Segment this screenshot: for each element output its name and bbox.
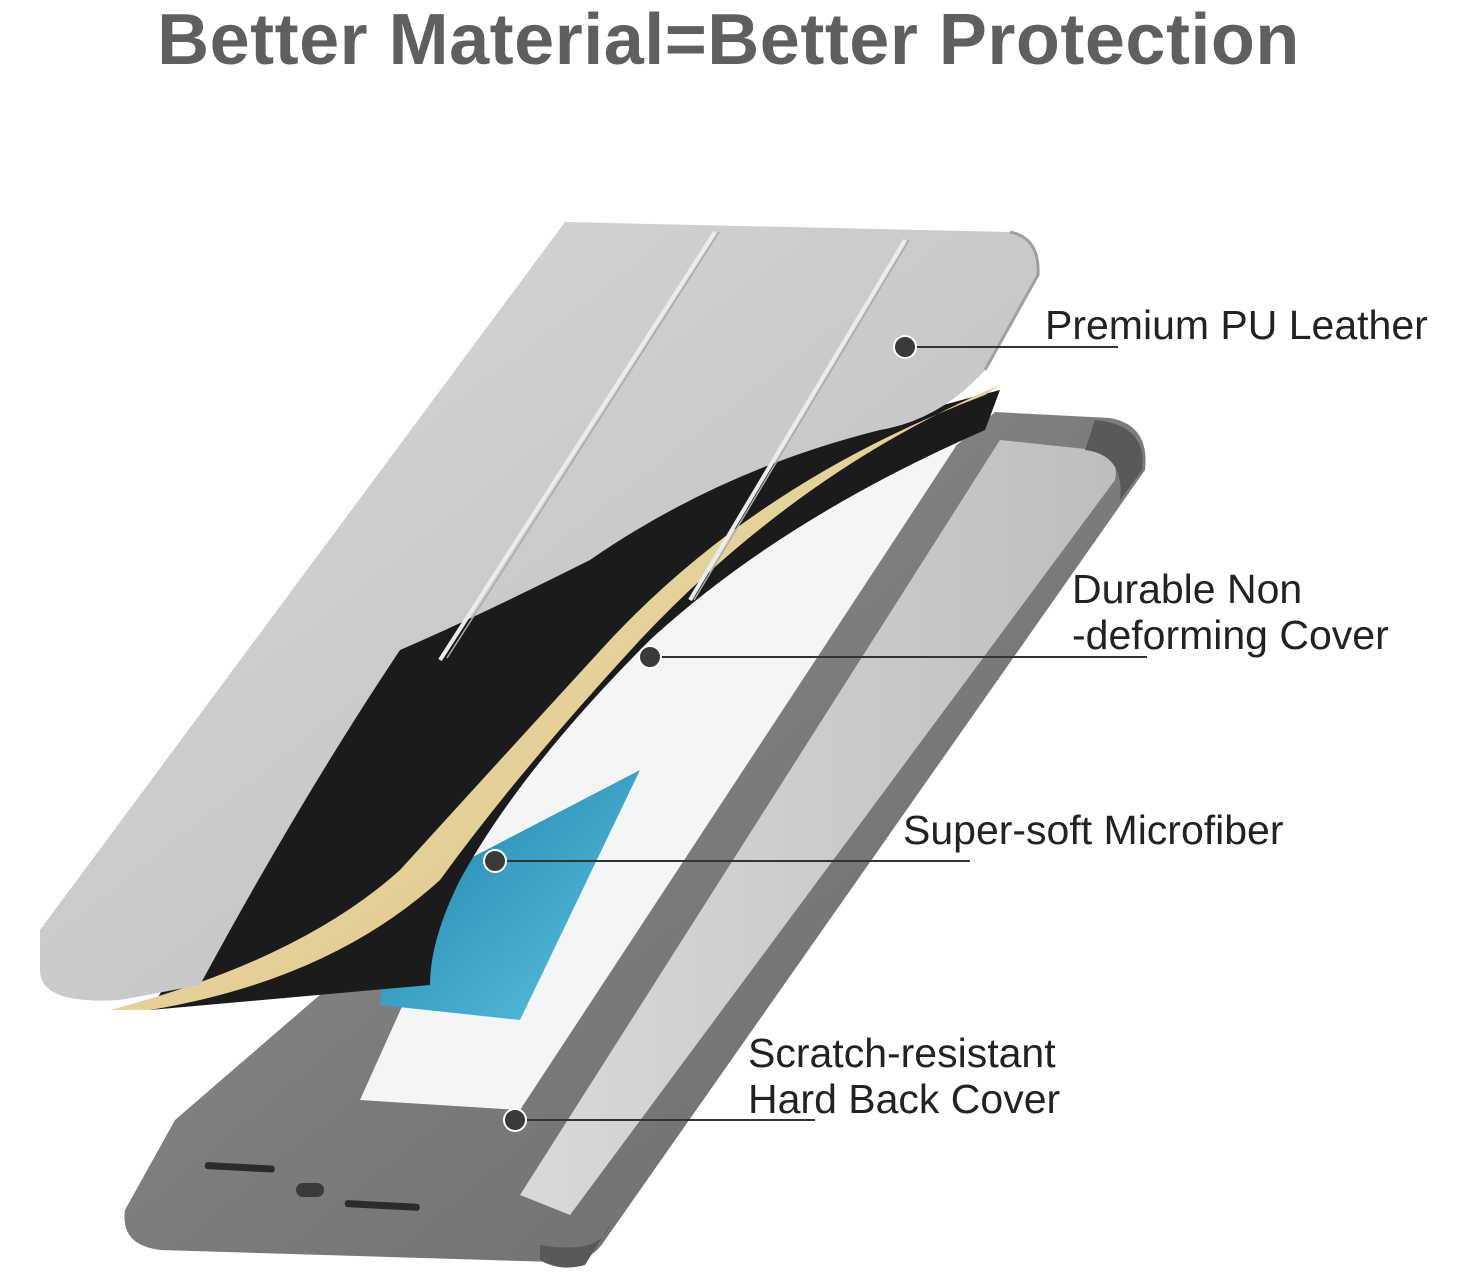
callout-durable-cover: Durable Non -deforming Cover <box>1072 566 1389 658</box>
callout-premium-pu-leather: Premium PU Leather <box>1045 302 1428 348</box>
page-title: Better Material=Better Protection <box>157 0 1300 80</box>
callout-line: Premium PU Leather <box>1045 302 1428 348</box>
callout-markers <box>483 335 1147 1132</box>
tablet-screen <box>380 770 640 1020</box>
speaker-grill <box>204 1162 420 1211</box>
callout-line: Hard Back Cover <box>748 1076 1061 1122</box>
callout-line: Scratch-resistant <box>748 1030 1056 1076</box>
callout-hard-back-cover: Scratch-resistant Hard Back Cover <box>748 1030 1060 1122</box>
callout-line: Durable Non <box>1072 566 1303 612</box>
leather-flap <box>40 222 1040 1001</box>
callout-line: Super-soft Microfiber <box>903 807 1284 853</box>
callout-line: -deforming Cover <box>1072 612 1389 658</box>
callout-microfiber: Super-soft Microfiber <box>903 807 1284 853</box>
